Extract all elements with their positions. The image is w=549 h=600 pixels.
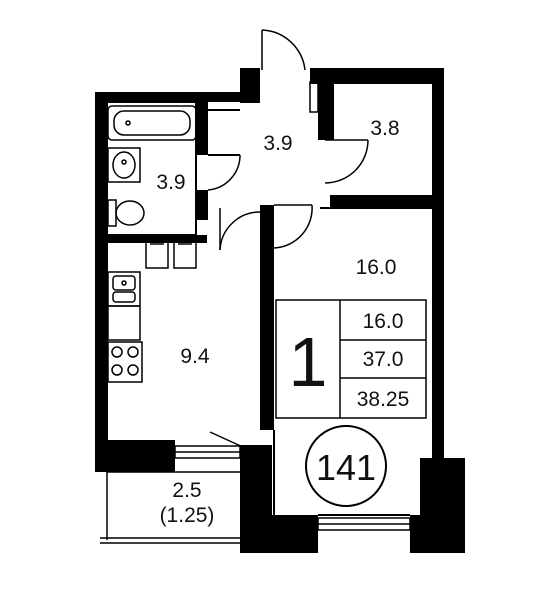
living-area-label: 16.0: [356, 256, 397, 279]
balcony-reduced-area-label: (1.25): [160, 504, 215, 527]
kitchen-area-label: 9.4: [180, 345, 210, 368]
stove-icon: [107, 341, 143, 383]
hall-area-label: 3.9: [263, 132, 292, 155]
cabinets: [145, 239, 197, 269]
bathtub-icon: [107, 105, 197, 141]
bathroom-area-label: 3.9: [156, 171, 185, 194]
sink-icon: [107, 271, 141, 307]
window-icon: [174, 81, 411, 531]
toilet-icon: [107, 199, 145, 227]
counter: [107, 305, 141, 341]
rooms-count: 1: [289, 323, 328, 401]
living-total: 16.0: [363, 310, 404, 333]
walls: [95, 68, 465, 553]
washbasin-icon: [107, 147, 141, 183]
apartment-number-circle: [305, 425, 387, 507]
balcony: [100, 471, 240, 544]
balcony-area-label: 2.5: [172, 479, 201, 502]
total-with-balcony: 38.25: [357, 388, 410, 411]
apartment-number: 141: [316, 447, 376, 488]
total-area: 37.0: [363, 348, 404, 371]
area-summary-table: [275, 299, 427, 419]
storage-area-label: 3.8: [370, 117, 399, 140]
